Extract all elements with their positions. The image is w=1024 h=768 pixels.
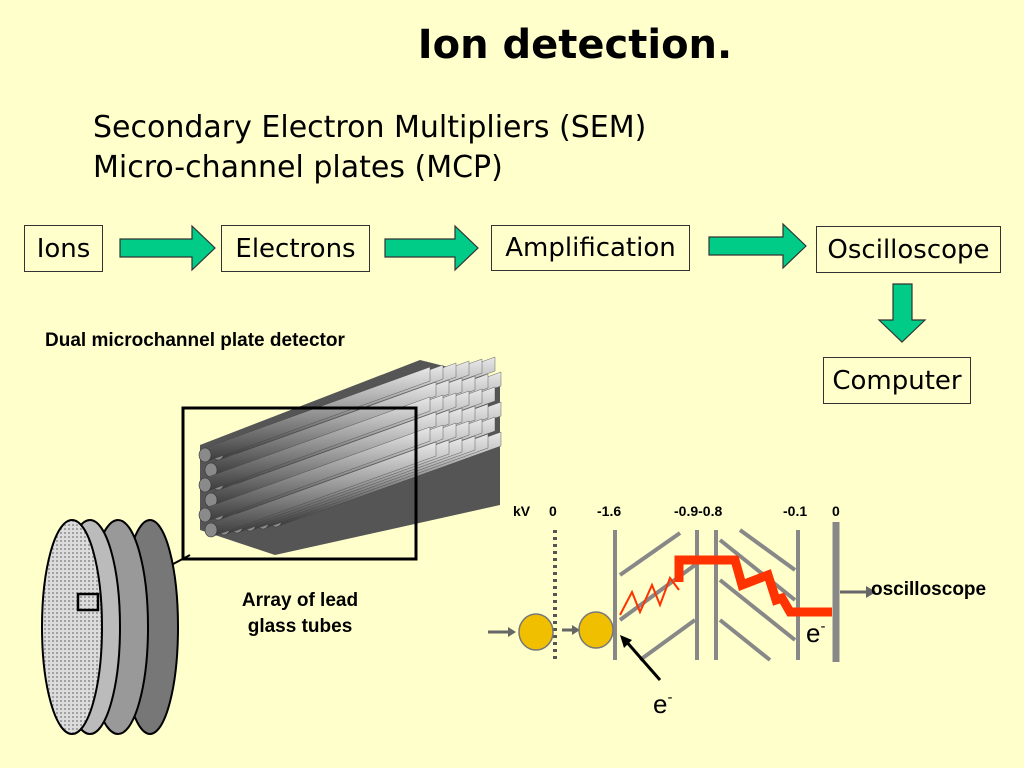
amplification-box: Amplification xyxy=(491,225,690,271)
kv-minus1-6: -1.6 xyxy=(597,503,621,519)
electron-avalanche-zigzag xyxy=(619,575,680,616)
disk-zoom-marker xyxy=(76,592,100,612)
subtitle-mcp: Micro-channel plates (MCP) xyxy=(93,150,503,185)
electron-in-label: e- xyxy=(653,689,672,719)
kv-minus0-9-0-8: -0.9-0.8 xyxy=(674,503,722,519)
kv-0: 0 xyxy=(549,503,557,519)
glass-tube xyxy=(204,441,437,538)
array-label-line1: Array of lead xyxy=(241,590,359,611)
electron-out-label: e- xyxy=(806,618,825,648)
mcp-detector-label: Dual microchannel plate detector xyxy=(45,330,345,351)
oscilloscope-box: Oscilloscope xyxy=(816,226,1001,273)
kv-label: kV xyxy=(513,503,531,519)
mcp-disks xyxy=(41,519,179,735)
tube-bundle xyxy=(198,356,502,555)
array-label-line2: glass tubes xyxy=(247,616,353,637)
ions-box: Ions xyxy=(24,225,103,272)
electron-avalanche xyxy=(674,555,832,617)
subtitle-sem: Secondary Electron Multipliers (SEM) xyxy=(93,110,647,145)
flow-arrow-down xyxy=(877,283,927,343)
electrons-box: Electrons xyxy=(221,225,370,272)
flow-arrow-3 xyxy=(708,222,807,270)
array-label: Array of lead glass tubes xyxy=(200,588,400,640)
glass-tube xyxy=(204,411,437,508)
kv-minus0-1: -0.1 xyxy=(783,503,807,519)
kv-0-end: 0 xyxy=(832,503,840,519)
flow-arrow-2 xyxy=(384,224,479,272)
computer-box: Computer xyxy=(823,357,971,404)
slide-title: Ion detection. xyxy=(417,22,733,68)
ion-2 xyxy=(578,611,614,649)
ion-1 xyxy=(518,613,554,651)
zoom-box xyxy=(181,406,418,561)
oscilloscope-output-label: oscilloscope xyxy=(871,579,986,600)
glass-tube xyxy=(198,396,431,493)
flow-arrow-1 xyxy=(119,224,216,272)
glass-tube xyxy=(198,366,431,463)
glass-tube xyxy=(198,426,431,523)
